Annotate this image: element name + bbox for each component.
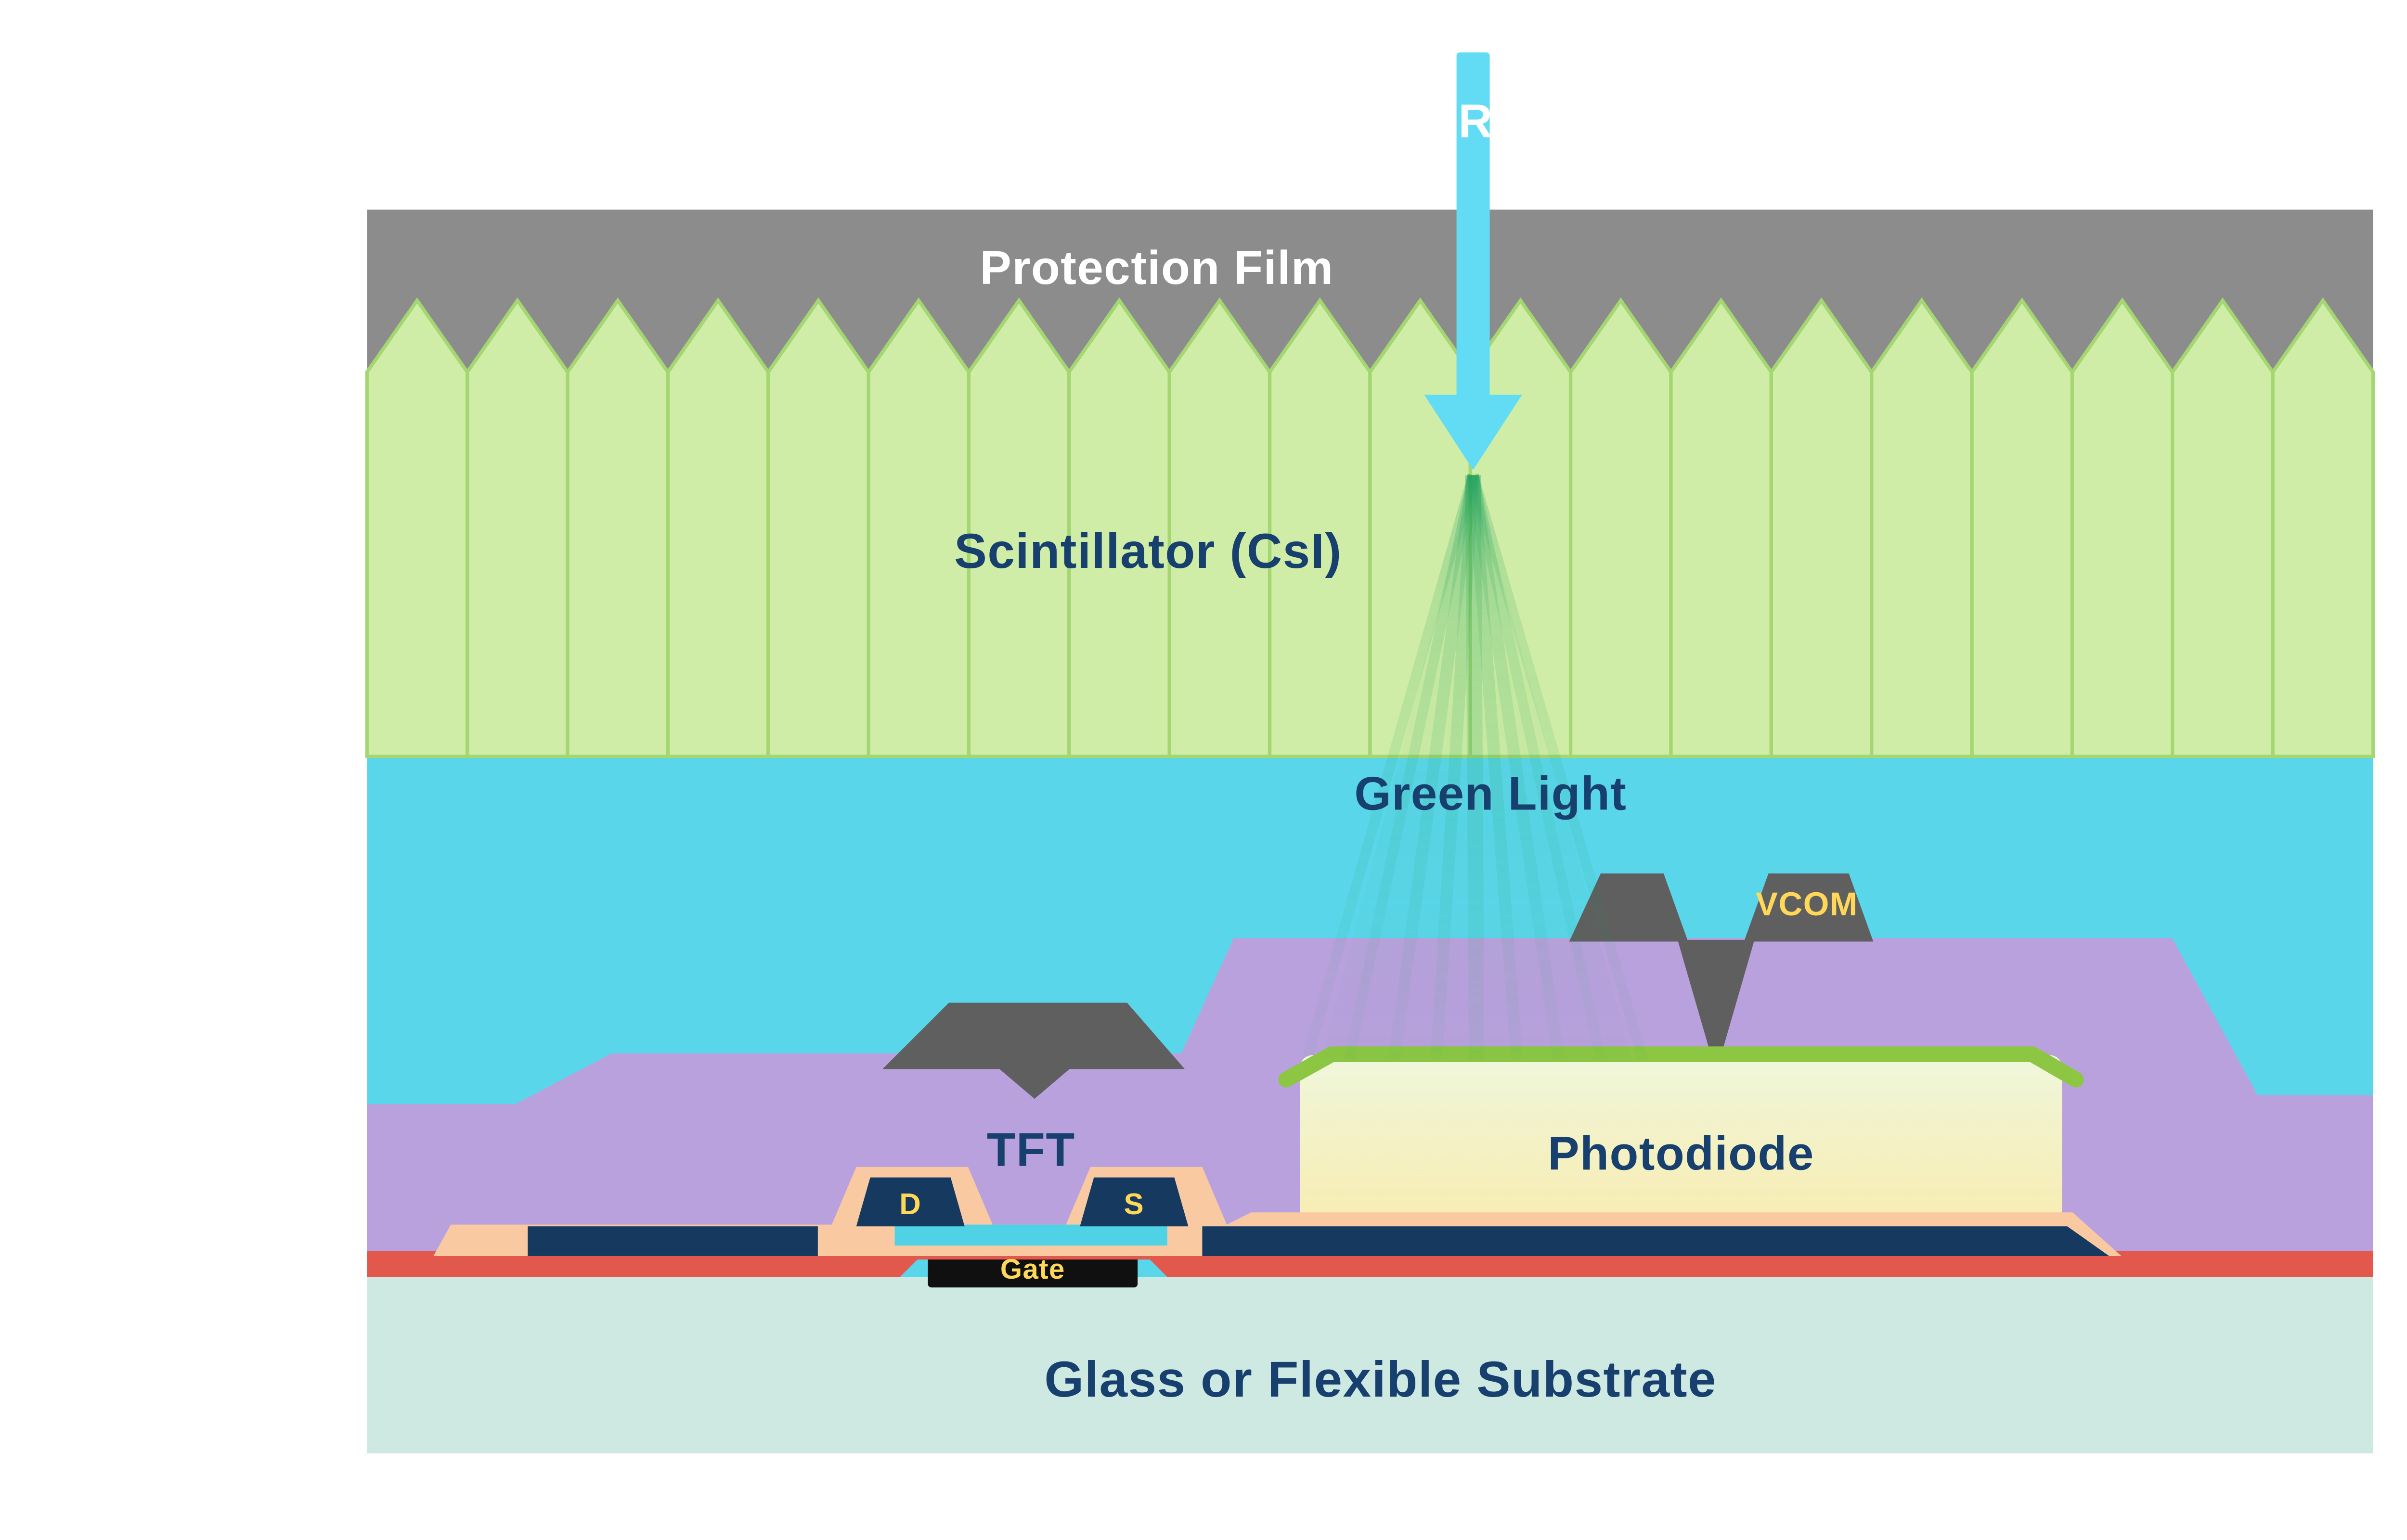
scintillator-column <box>1771 300 1871 756</box>
green-light-rays <box>1302 472 1648 1063</box>
xray-arrow-head <box>1424 395 1522 470</box>
gray-spacer-electrode <box>882 1002 1185 1099</box>
scintillator-column <box>2273 300 2373 756</box>
scintillator-column <box>1571 300 1671 756</box>
pixel-electrode-bar <box>1202 1226 2109 1256</box>
drain-electrode <box>856 1177 965 1227</box>
photodiode-body <box>1300 1055 2062 1223</box>
gate-insulator-line <box>367 1238 2373 1277</box>
data-line-left <box>528 1226 818 1256</box>
scintillator-column <box>467 300 568 756</box>
gate-electrode <box>928 1256 1138 1288</box>
scintillator-column <box>2173 300 2273 756</box>
scintillator-column <box>1671 300 1771 756</box>
scintillator-column <box>868 300 969 756</box>
substrate-layer <box>367 1277 2373 1454</box>
protection-film-layer <box>367 209 2373 372</box>
vcom-electrode-right <box>1744 873 1874 942</box>
source-electrode <box>1080 1177 1189 1227</box>
scintillator-column <box>1972 300 2072 756</box>
scintillator-column <box>969 300 1069 756</box>
photodiode-top-contact <box>1278 1046 2084 1088</box>
scintillator-column <box>1169 300 1269 756</box>
scintillator-column <box>568 300 668 756</box>
scintillator-column <box>768 300 868 756</box>
scintillator-column <box>1270 300 1370 756</box>
scintillator-column <box>1872 300 1972 756</box>
scintillator-column <box>668 300 768 756</box>
semiconductor-channel <box>894 1224 1167 1246</box>
vcom-electrode-via <box>1677 939 1755 1073</box>
scintillator-column <box>1069 300 1169 756</box>
scintillator-column <box>2072 300 2172 756</box>
green-light-cone <box>1321 472 1632 1063</box>
vcom-electrode-left <box>1569 873 1688 942</box>
xray-arrow-shaft <box>1456 52 1490 406</box>
scintillator-column <box>367 300 467 756</box>
